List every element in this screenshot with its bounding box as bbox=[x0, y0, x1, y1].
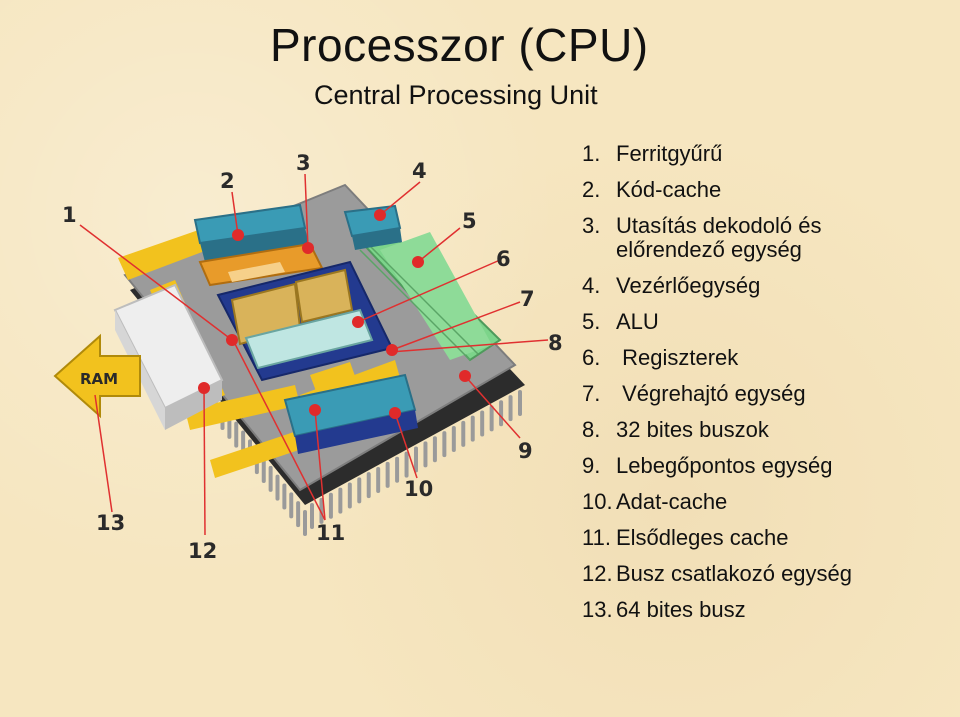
control-unit-side bbox=[352, 228, 402, 250]
callout-1: 1 bbox=[62, 203, 77, 227]
callout-10: 10 bbox=[404, 477, 433, 501]
legend-number: 3. bbox=[582, 213, 601, 238]
legend-item: 9. Lebegőpontos egység bbox=[582, 454, 856, 478]
legend-number: 10. bbox=[582, 489, 613, 514]
leader-lines bbox=[79, 173, 549, 536]
legend-number: 11. bbox=[582, 525, 611, 550]
legend-number: 1. bbox=[582, 141, 601, 166]
ram-arrow bbox=[53, 333, 141, 419]
legend-number: 13. bbox=[582, 597, 613, 622]
legend-number: 4. bbox=[582, 273, 601, 298]
ram-label: RAM bbox=[80, 370, 118, 388]
slide-subtitle: Central Processing Unit bbox=[314, 80, 598, 110]
legend-item: 11.Elsődleges cache bbox=[582, 526, 856, 550]
legend-number: 8. bbox=[582, 417, 601, 442]
legend-item: 4. Vezérlőegység bbox=[582, 274, 856, 298]
legend-number: 5. bbox=[582, 309, 601, 334]
component-legend: 1. Ferritgyűrű 2. Kód-cache 3. Utasítás dek… bbox=[582, 142, 856, 634]
legend-item: 6. Regiszterek bbox=[582, 346, 856, 370]
callout-4: 4 bbox=[412, 159, 427, 183]
register-file bbox=[244, 308, 374, 370]
callout-13: 13 bbox=[96, 511, 125, 535]
callout-11: 11 bbox=[316, 521, 345, 545]
legend-number: 2. bbox=[582, 177, 601, 202]
legend-text: Utasítás dekodoló és előrendező egység bbox=[616, 213, 822, 262]
code-cache-side bbox=[200, 228, 310, 262]
legend-item: 5. ALU bbox=[582, 310, 856, 334]
legend-item: 1. Ferritgyűrű bbox=[582, 142, 856, 166]
callout-3: 3 bbox=[296, 151, 311, 175]
floating-point-unit-top bbox=[380, 232, 492, 360]
callout-6: 6 bbox=[496, 247, 511, 271]
alu-block-right bbox=[294, 268, 354, 324]
slide-title: Processzor (CPU) bbox=[270, 19, 649, 71]
legend-number: 7. bbox=[582, 381, 601, 406]
legend-item: 2. Kód-cache bbox=[582, 178, 856, 202]
legend-text: Regiszterek bbox=[616, 345, 739, 370]
legend-item: 10.Adat-cache bbox=[582, 490, 856, 514]
legend-item: 13.64 bites busz bbox=[582, 598, 856, 622]
legend-number: 12. bbox=[582, 561, 613, 586]
legend-text: 32 bites buszok bbox=[616, 417, 769, 442]
legend-number: 9. bbox=[582, 453, 601, 478]
legend-text: Elsődleges cache bbox=[616, 525, 789, 550]
callout-5: 5 bbox=[462, 209, 477, 233]
callout-8: 8 bbox=[548, 331, 563, 355]
legend-text: Kód-cache bbox=[616, 177, 722, 202]
legend-text: Adat-cache bbox=[616, 489, 728, 514]
callout-2: 2 bbox=[220, 169, 235, 193]
data-cache-side bbox=[295, 410, 418, 454]
legend-number: 6. bbox=[582, 345, 601, 370]
callout-7: 7 bbox=[520, 287, 535, 311]
callout-9: 9 bbox=[518, 439, 533, 463]
legend-text: 64 bites busz bbox=[616, 597, 746, 622]
legend-text: Vezérlőegység bbox=[616, 273, 761, 298]
legend-item: 7. Végrehajtó egység bbox=[582, 382, 856, 406]
legend-text: Lebegőpontos egység bbox=[616, 453, 833, 478]
legend-text: Végrehajtó egység bbox=[616, 381, 806, 406]
legend-text: Busz csatlakozó egység bbox=[616, 561, 853, 586]
legend-text: Ferritgyűrű bbox=[616, 141, 723, 166]
decoder-detail bbox=[228, 262, 285, 282]
legend-item: 8. 32 bites buszok bbox=[582, 418, 856, 442]
marker-dots bbox=[198, 209, 471, 419]
legend-item: 3. Utasítás dekodoló és előrendező egység bbox=[582, 214, 856, 262]
legend-item: 12.Busz csatlakozó egység bbox=[582, 562, 856, 586]
callout-12: 12 bbox=[188, 539, 217, 563]
legend-text: ALU bbox=[616, 309, 659, 334]
